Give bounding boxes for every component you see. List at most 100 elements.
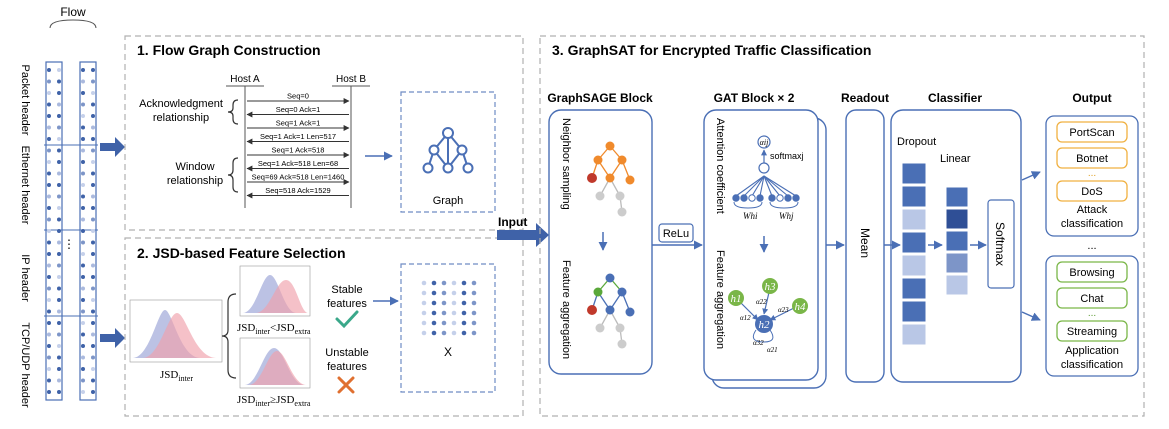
sequence-message: Seq=69 Ack=518 Len=1460 [252,173,345,182]
neighbor-sampling-label: Neighbor sampling [560,118,572,210]
matrix-dot [441,300,447,306]
matrix-dot [461,300,467,306]
byte-dot [81,275,85,279]
matrix-dot [471,330,477,336]
app-label-2: classification [1061,359,1123,371]
byte-dot [81,68,85,72]
h4-label: h4 [795,301,807,313]
byte-dot [91,344,95,348]
linear-neuron [945,252,969,274]
byte-dot [57,91,61,95]
byte-dot [81,367,85,371]
readout-title: Readout [841,91,889,105]
byte-dot [57,252,61,256]
jsd-inter-plot [129,299,223,363]
byte-dot [91,298,95,302]
sequence-message: Seq=0 [287,92,309,101]
dropout-neuron [901,254,927,277]
classifier-title: Classifier [928,91,982,105]
graph-label: Graph [433,195,464,207]
matrix-dot [451,310,457,316]
section2-title: 2. JSD-based Feature Selection [137,245,346,261]
byte-dot [47,309,51,314]
linear-neuron [945,208,969,230]
byte-dot [57,148,61,153]
byte-dot [47,229,51,233]
byte-dot [91,114,95,118]
byte-dot [81,194,85,199]
matrix-dot [461,290,467,296]
app-label-1: Application [1065,345,1119,357]
layer-label-tcp: TCP/UDP header [19,322,31,408]
byte-dot [81,137,85,141]
graphsage-title: GraphSAGE Block [547,91,653,105]
whj-label: Whj [779,211,794,221]
alpha-21-label: α21 [767,346,778,354]
byte-dot [47,378,51,383]
check-icon [335,310,359,329]
byte-dot [81,263,85,268]
attack-output-box [1045,115,1139,237]
attention-mechanism-graphic [732,135,800,209]
dropout-layer [901,162,927,346]
byte-dot [81,91,85,95]
byte-dot [47,160,51,164]
matrix-dot [451,330,457,336]
byte-dot [57,114,61,118]
byte-dot [57,332,61,337]
attack-item-label: Botnet [1076,153,1108,165]
byte-dot [81,298,85,302]
dropout-label: Dropout [897,136,936,148]
matrix-dot [471,280,477,286]
byte-dot [47,263,51,268]
whi-label: Whi [743,211,758,221]
layer-label-ethernet: Ethernet header [19,146,31,225]
dropout-neuron [901,300,927,323]
stable-label-2: features [327,298,367,310]
stable-jsd-plot [239,265,311,317]
byte-dot [57,355,61,360]
host-a-label: Host A [230,74,260,85]
byte-dot [47,275,51,279]
byte-dot [57,275,61,279]
app-item-label: Streaming [1067,326,1117,338]
byte-dot [47,332,51,337]
byte-dot [57,390,61,394]
matrix-dot [421,300,427,306]
matrix-dot [461,320,467,326]
byte-dot [91,160,95,164]
byte-dot [57,137,61,141]
byte-dot [91,240,95,245]
byte-dot [81,332,85,337]
byte-dot [57,321,61,325]
window-brace [227,157,239,193]
byte-dot [57,263,61,268]
byte-dot [47,355,51,360]
byte-dot [81,148,85,153]
matrix-dot [431,280,437,286]
jsd-split-brace [221,293,237,379]
matrix-dot [471,290,477,296]
attack-label-2: classification [1061,218,1123,230]
app-item-label: Browsing [1069,267,1114,279]
matrix-dot [421,310,427,316]
classifier-block [890,109,1022,383]
dropout-neuron [901,162,927,185]
byte-dot [91,102,95,107]
byte-dot [57,309,61,314]
byte-dot [81,102,85,107]
byte-dot [47,240,51,245]
byte-dot [57,217,61,222]
packet-column-1 [45,61,63,401]
alpha-22-label: α22 [756,298,767,306]
sequence-message: Seq=1 Ack=518 [272,146,325,155]
app-item-ellipsis: ... [1088,308,1096,319]
softmax-j-label: softmaxj [770,151,804,161]
input-label: Input [498,215,527,229]
byte-dot [81,160,85,164]
matrix-dot [441,280,447,286]
byte-dot [81,217,85,222]
byte-dot [57,194,61,199]
attention-input-node [740,194,748,202]
